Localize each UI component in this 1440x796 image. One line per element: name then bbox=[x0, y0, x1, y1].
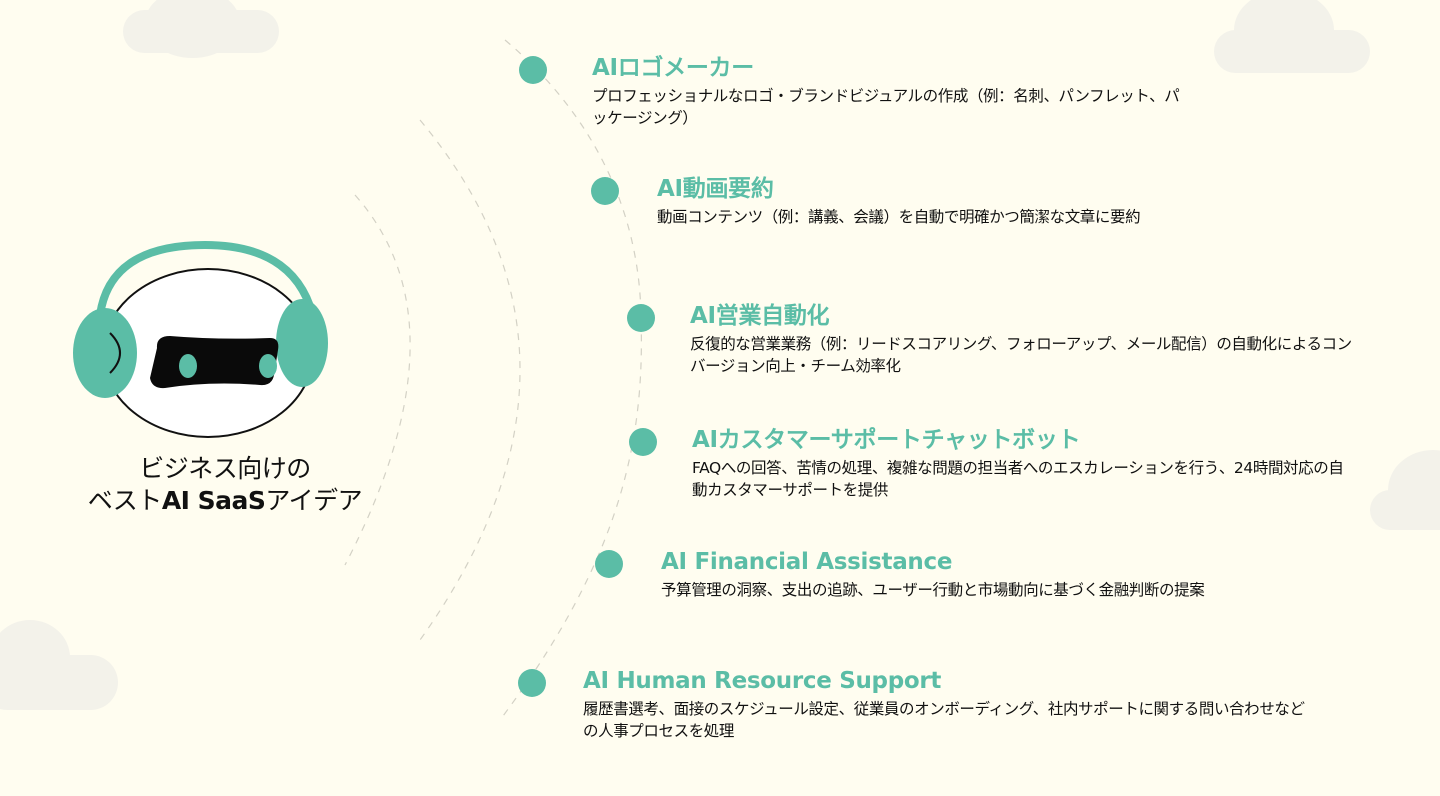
caption-line-2: ベストAI SaaSアイデア bbox=[87, 486, 363, 515]
timeline-dot-1 bbox=[519, 56, 547, 84]
item-title: AI Human Resource Support bbox=[583, 668, 942, 694]
list-item-financial-assistance: AI Financial Assistance 予算管理の洞察、支出の追跡、ユー… bbox=[661, 548, 1341, 601]
list-item-logo-maker: AIロゴメーカー プロフェッショナルなロゴ・ブランドビジュアルの作成（例：名刺、… bbox=[592, 54, 1182, 129]
cloud-right bbox=[1370, 450, 1440, 530]
item-title: AI Financial Assistance bbox=[661, 549, 953, 575]
item-description: 履歴書選考、面接のスケジュール設定、従業員のオンボーディング、社内サポートに関す… bbox=[583, 700, 1305, 740]
list-item-video-summary: AI動画要約 動画コンテンツ（例：講義、会議）を自動で明確かつ簡潔な文章に要約 bbox=[657, 175, 1257, 228]
item-description: FAQへの回答、苦情の処理、複雑な問題の担当者へのエスカレーションを行う、24時… bbox=[692, 459, 1344, 499]
item-title: AI営業自動化 bbox=[690, 303, 830, 329]
list-item-sales-automation: AI営業自動化 反復的な営業業務（例：リードスコアリング、フォローアップ、メール… bbox=[690, 302, 1360, 377]
item-description: 動画コンテンツ（例：講義、会議）を自動で明確かつ簡潔な文章に要約 bbox=[657, 208, 1141, 226]
caption-bold: AI SaaS bbox=[161, 486, 266, 515]
list-item-support-chatbot: AIカスタマーサポートチャットボット FAQへの回答、苦情の処理、複雑な問題の担… bbox=[692, 426, 1352, 501]
robot-headphones-icon bbox=[73, 240, 328, 438]
cloud-top-right bbox=[1214, 0, 1370, 73]
item-description: プロフェッショナルなロゴ・ブランドビジュアルの作成（例：名刺、パンフレット、パッ… bbox=[592, 87, 1180, 127]
item-description: 反復的な営業業務（例：リードスコアリング、フォローアップ、メール配信）の自動化に… bbox=[690, 335, 1352, 375]
timeline-dot-4 bbox=[629, 428, 657, 456]
hero-caption: ビジネス向けの ベストAI SaaSアイデア bbox=[40, 453, 410, 517]
list-item-hr-support: AI Human Resource Support 履歴書選考、面接のスケジュー… bbox=[583, 667, 1308, 742]
item-title: AIロゴメーカー bbox=[592, 55, 754, 81]
cloud-bottom-left bbox=[0, 620, 118, 710]
timeline-dot-5 bbox=[595, 550, 623, 578]
cloud-top-left bbox=[123, 0, 279, 58]
timeline-dot-6 bbox=[518, 669, 546, 697]
item-description: 予算管理の洞察、支出の追跡、ユーザー行動と市場動向に基づく金融判断の提案 bbox=[661, 581, 1205, 599]
item-title: AI動画要約 bbox=[657, 176, 774, 202]
timeline-dot-3 bbox=[627, 304, 655, 332]
caption-line-1: ビジネス向けの bbox=[139, 454, 311, 483]
timeline-dot-2 bbox=[591, 177, 619, 205]
item-title: AIカスタマーサポートチャットボット bbox=[692, 427, 1081, 453]
